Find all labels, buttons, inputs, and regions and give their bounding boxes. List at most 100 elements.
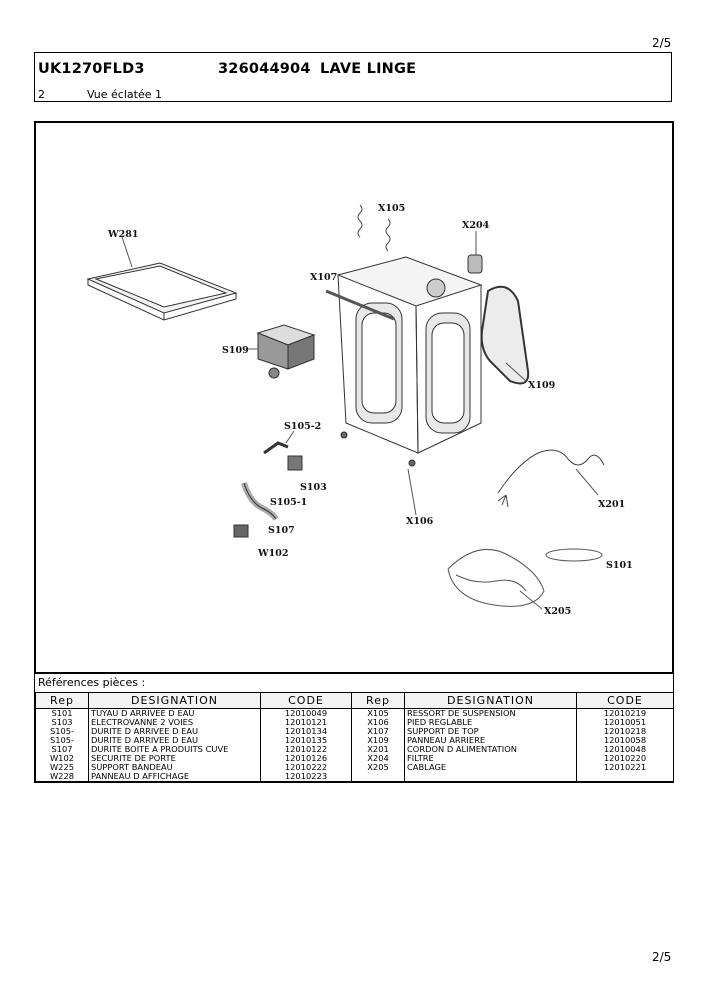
designation-cell: PANNEAU D AFFICHAGE bbox=[88, 772, 261, 782]
label-x107: X107 bbox=[310, 272, 337, 283]
rep-cell: X105 bbox=[351, 708, 405, 718]
label-x105: X105 bbox=[378, 203, 405, 214]
header-rep-right: Rep bbox=[351, 692, 405, 709]
header-rep-left: Rep bbox=[35, 692, 89, 709]
section-number: 2 bbox=[38, 88, 45, 101]
designation-cell: PIED REGLABLE bbox=[404, 718, 577, 727]
designation-cell: CABLAGE bbox=[404, 763, 577, 772]
parts-table: Rep DESIGNATION CODE Rep DESIGNATION COD… bbox=[35, 692, 674, 782]
code-cell: 12010223 bbox=[260, 772, 352, 782]
designation-cell: DURITE BOITE A PRODUITS CUVE bbox=[88, 745, 261, 754]
label-w281: W281 bbox=[107, 229, 139, 240]
label-w102: W102 bbox=[257, 548, 289, 559]
page-number-top: 2/5 bbox=[652, 36, 672, 50]
top-panel-part bbox=[86, 262, 238, 321]
code-cell: 12010222 bbox=[260, 763, 352, 772]
label-s105-2: S105-2 bbox=[284, 421, 321, 432]
rep-cell bbox=[351, 772, 405, 782]
code-cell: 12010058 bbox=[576, 736, 674, 745]
designation-cell: DURITE D ARRIVEE D EAU bbox=[88, 727, 261, 736]
rep-cell: S105- bbox=[35, 727, 89, 736]
inlet-hose-part bbox=[241, 482, 279, 521]
code-cell: 12010051 bbox=[576, 718, 674, 727]
rep-cell: X107 bbox=[351, 727, 405, 736]
rep-cell: W102 bbox=[35, 754, 89, 763]
designation-cell: ELECTROVANNE 2 VOIES bbox=[88, 718, 261, 727]
section-title: Vue éclatée 1 bbox=[87, 88, 162, 101]
header-designation-left: DESIGNATION bbox=[88, 692, 261, 709]
rep-cell: X204 bbox=[351, 754, 405, 763]
label-x106: X106 bbox=[406, 516, 434, 527]
rep-cell: S103 bbox=[35, 718, 89, 727]
product-code: 326044904 bbox=[218, 61, 311, 77]
code-cell: 12010134 bbox=[260, 727, 352, 736]
designation-cell: FILTRE bbox=[404, 754, 577, 763]
label-s109: S109 bbox=[222, 345, 249, 356]
designation-cell: PANNEAU ARRIERE bbox=[404, 736, 577, 745]
filter-part bbox=[467, 254, 483, 274]
label-x201: X201 bbox=[598, 499, 625, 510]
label-s103: S103 bbox=[300, 482, 327, 493]
code-cell: 12010122 bbox=[260, 745, 352, 754]
label-x205: X205 bbox=[544, 606, 571, 617]
model-number: UK1270FLD3 bbox=[38, 61, 145, 77]
code-cell: 12010121 bbox=[260, 718, 352, 727]
designation-cell: CORDON D ALIMENTATION bbox=[404, 745, 577, 754]
rep-cell: S101 bbox=[35, 708, 89, 718]
wiring-harness-part bbox=[447, 548, 545, 607]
rep-cell: X201 bbox=[351, 745, 405, 754]
code-cell bbox=[576, 772, 674, 782]
designation-cell: TUYAU D ARRIVEE D EAU bbox=[88, 708, 261, 718]
code-cell: 12010126 bbox=[260, 754, 352, 763]
table-header-row: Rep DESIGNATION CODE Rep DESIGNATION COD… bbox=[35, 692, 674, 709]
rep-cell: X109 bbox=[351, 736, 405, 745]
designation-cell: SUPPORT BANDEAU bbox=[88, 763, 261, 772]
code-cell: 12010219 bbox=[576, 708, 674, 718]
rep-cell: S107 bbox=[35, 745, 89, 754]
label-x109: X109 bbox=[528, 380, 556, 391]
designation-cell bbox=[404, 772, 577, 782]
code-cell: 12010218 bbox=[576, 727, 674, 736]
detergent-drawer-part bbox=[256, 324, 316, 379]
label-s101: S101 bbox=[606, 560, 633, 571]
code-cell: 12010048 bbox=[576, 745, 674, 754]
power-cord-part bbox=[497, 449, 605, 508]
label-s107: S107 bbox=[268, 525, 295, 536]
cabinet-frame-part bbox=[325, 256, 483, 467]
exploded-view-diagram: W281 X105 X204 X107 S109 X109 S105-2 S10… bbox=[34, 121, 674, 674]
header-code-right: CODE bbox=[576, 692, 674, 709]
parts-reference-section: Références pièces : Rep DESIGNATION CODE… bbox=[34, 673, 674, 783]
designation-cell: RESSORT DE SUSPENSION bbox=[404, 708, 577, 718]
door-lock-part bbox=[233, 524, 249, 538]
page-number-bottom: 2/5 bbox=[652, 950, 672, 964]
rep-cell: X106 bbox=[351, 718, 405, 727]
designation-cell: SECURITE DE PORTE bbox=[88, 754, 261, 763]
inlet-coil-part bbox=[545, 548, 603, 562]
designation-cell: SUPPORT DE TOP bbox=[404, 727, 577, 736]
rep-cell: X205 bbox=[351, 763, 405, 772]
designation-cell: DURITE D ARRIVEE D EAU bbox=[88, 736, 261, 745]
header-designation-right: DESIGNATION bbox=[404, 692, 577, 709]
suspension-spring-part bbox=[357, 204, 391, 252]
rep-cell: W228 bbox=[35, 772, 89, 782]
code-cell: 12010221 bbox=[576, 763, 674, 772]
label-x204: X204 bbox=[462, 220, 490, 231]
rep-cell: W225 bbox=[35, 763, 89, 772]
exploded-view-drawing: W281 X105 X204 X107 S109 X109 S105-2 S10… bbox=[86, 203, 633, 617]
code-cell: 12010049 bbox=[260, 708, 352, 718]
rep-cell: S105- bbox=[35, 736, 89, 745]
document-header: UK1270FLD3 326044904 LAVE LINGE 2 Vue éc… bbox=[34, 52, 672, 102]
label-s105-1: S105-1 bbox=[270, 497, 307, 508]
product-name: LAVE LINGE bbox=[320, 61, 417, 77]
code-cell: 12010135 bbox=[260, 736, 352, 745]
header-code-left: CODE bbox=[260, 692, 352, 709]
